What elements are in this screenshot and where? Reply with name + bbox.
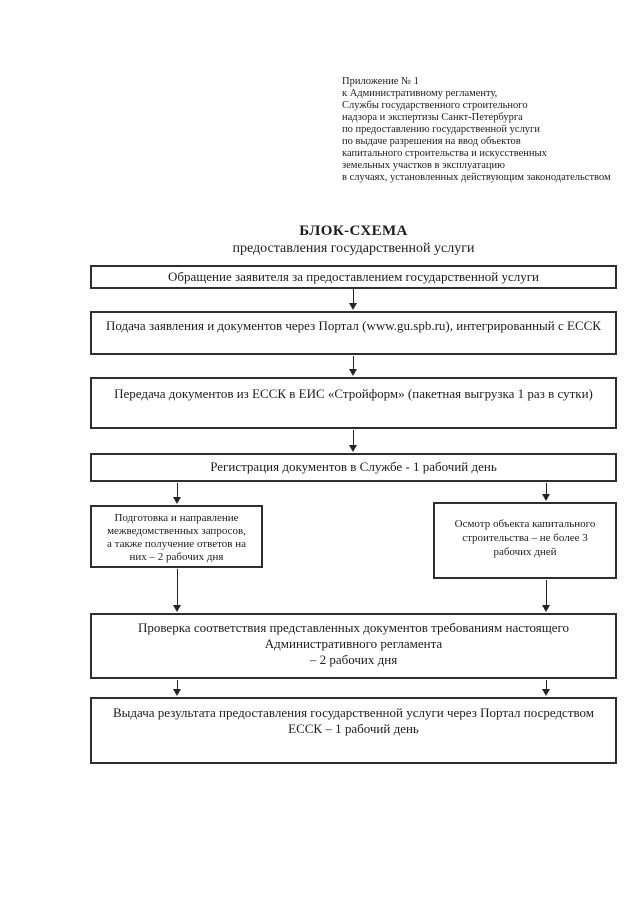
annex-line: по выдаче разрешения на ввод объектов [342, 136, 521, 147]
annex-line: Службы государственного строительного [342, 100, 528, 111]
flow-step-document-check: Проверка соответствия представленных док… [90, 613, 617, 679]
page-subtitle: предоставления государственной услуги [232, 241, 475, 256]
flow-arrow-down-icon [349, 289, 358, 310]
flow-step-registration: Регистрация документов в Службе - 1 рабо… [90, 453, 617, 482]
annex-line: в случаях, установленных действующим зак… [342, 172, 611, 183]
flow-step-application-request: Обращение заявителя за предоставлением г… [90, 265, 617, 289]
flow-arrow-down-icon [173, 569, 182, 612]
flow-arrow-down-icon [542, 680, 551, 696]
flow-arrow-down-icon [542, 580, 551, 612]
annex-line: Приложение № 1 [342, 76, 419, 87]
flow-arrow-down-icon [349, 356, 358, 376]
flow-arrow-down-icon [542, 483, 551, 501]
annex-line: земельных участков в эксплуатацию [342, 160, 505, 171]
annex-header: Приложение № 1 к Административному регла… [342, 76, 638, 184]
annex-line: надзора и экспертизы Санкт-Петербурга [342, 112, 523, 123]
flow-step-interagency-requests: Подготовка и направление межведомственны… [90, 505, 263, 568]
annex-line: капитального строительства и искусственн… [342, 148, 547, 159]
flow-step-result-issuance: Выдача результата предоставления государ… [90, 697, 617, 764]
title-block: БЛОК-СХЕМА предоставления государственно… [90, 223, 617, 256]
page-title: БЛОК-СХЕМА [299, 223, 408, 239]
flow-step-site-inspection: Осмотр объекта капитального строительств… [433, 502, 617, 579]
flow-arrow-down-icon [173, 680, 182, 696]
flow-arrow-down-icon [349, 430, 358, 452]
flow-step-portal-submission: Подача заявления и документов через Порт… [90, 311, 617, 355]
flow-arrow-down-icon [173, 483, 182, 504]
annex-line: к Административному регламенту, [342, 88, 498, 99]
annex-line: по предоставлению государственной услуги [342, 124, 540, 135]
flow-step-essk-transfer: Передача документов из ЕССК в ЕИС «Строй… [90, 377, 617, 429]
